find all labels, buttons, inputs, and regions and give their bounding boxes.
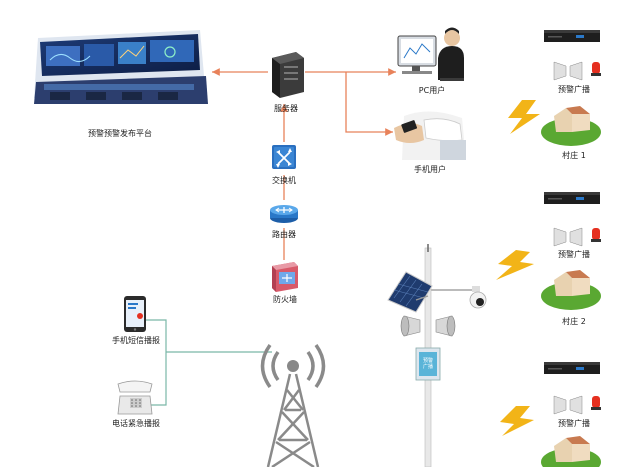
platform-label: 预警预警发布平台 xyxy=(88,129,152,138)
dome-camera-icon xyxy=(469,286,487,309)
pc-user-icon xyxy=(397,27,464,81)
solar-panel-icon xyxy=(387,271,433,313)
pc-user-label: PC用户 xyxy=(418,86,446,95)
mobile-user-icon xyxy=(394,111,466,160)
pole-sign-label: 预警广播 xyxy=(422,358,433,370)
mobile-user-label: 手机用户 xyxy=(414,165,446,174)
village-house-icon xyxy=(541,436,601,467)
router-icon xyxy=(270,205,298,223)
firewall-label: 防火墙 xyxy=(273,295,297,304)
connector-lines xyxy=(212,68,396,260)
smartphone-icon xyxy=(124,296,146,332)
broadcast-amplifier-icon xyxy=(544,362,600,374)
siren-icon xyxy=(591,62,601,76)
village-3-broadcast-label: 预警广播 xyxy=(558,419,590,428)
pole-station xyxy=(387,244,487,467)
loudspeaker-icon xyxy=(553,395,583,415)
loudspeaker-icon xyxy=(553,61,583,81)
server-label: 服务器 xyxy=(274,104,298,113)
broadcast-amplifier-icon xyxy=(544,192,600,204)
switch-label: 交换机 xyxy=(272,176,296,185)
broadcast-connectors xyxy=(140,319,272,406)
router-label: 路由器 xyxy=(272,230,296,239)
siren-icon xyxy=(591,396,601,410)
telephone-icon xyxy=(117,380,153,415)
loudspeaker-icon xyxy=(553,227,583,247)
siren-icon xyxy=(591,228,601,242)
village-1-broadcast-label: 预警广播 xyxy=(558,85,590,94)
lightning-icon xyxy=(496,100,540,436)
village-1-label: 村庄 1 xyxy=(562,151,586,160)
network-switch-icon xyxy=(272,145,296,169)
village-house-icon xyxy=(541,270,601,310)
village-unit-1 xyxy=(541,30,601,146)
pole-sign-box xyxy=(415,347,441,381)
radio-tower-icon xyxy=(260,343,326,467)
loudspeaker-icon xyxy=(400,315,456,337)
village-unit-3 xyxy=(541,362,601,467)
phone-call-label: 电话紧急播报 xyxy=(112,419,160,428)
control-room-icon xyxy=(34,30,208,104)
broadcast-amplifier-icon xyxy=(544,30,600,42)
village-house-icon xyxy=(541,106,601,146)
firewall-icon xyxy=(272,262,298,292)
village-unit-2 xyxy=(541,192,601,310)
phone-sms-label: 手机短信播报 xyxy=(112,336,160,345)
village-2-label: 村庄 2 xyxy=(562,317,586,326)
village-2-broadcast-label: 预警广播 xyxy=(558,250,590,259)
server-tower-icon xyxy=(272,52,304,98)
